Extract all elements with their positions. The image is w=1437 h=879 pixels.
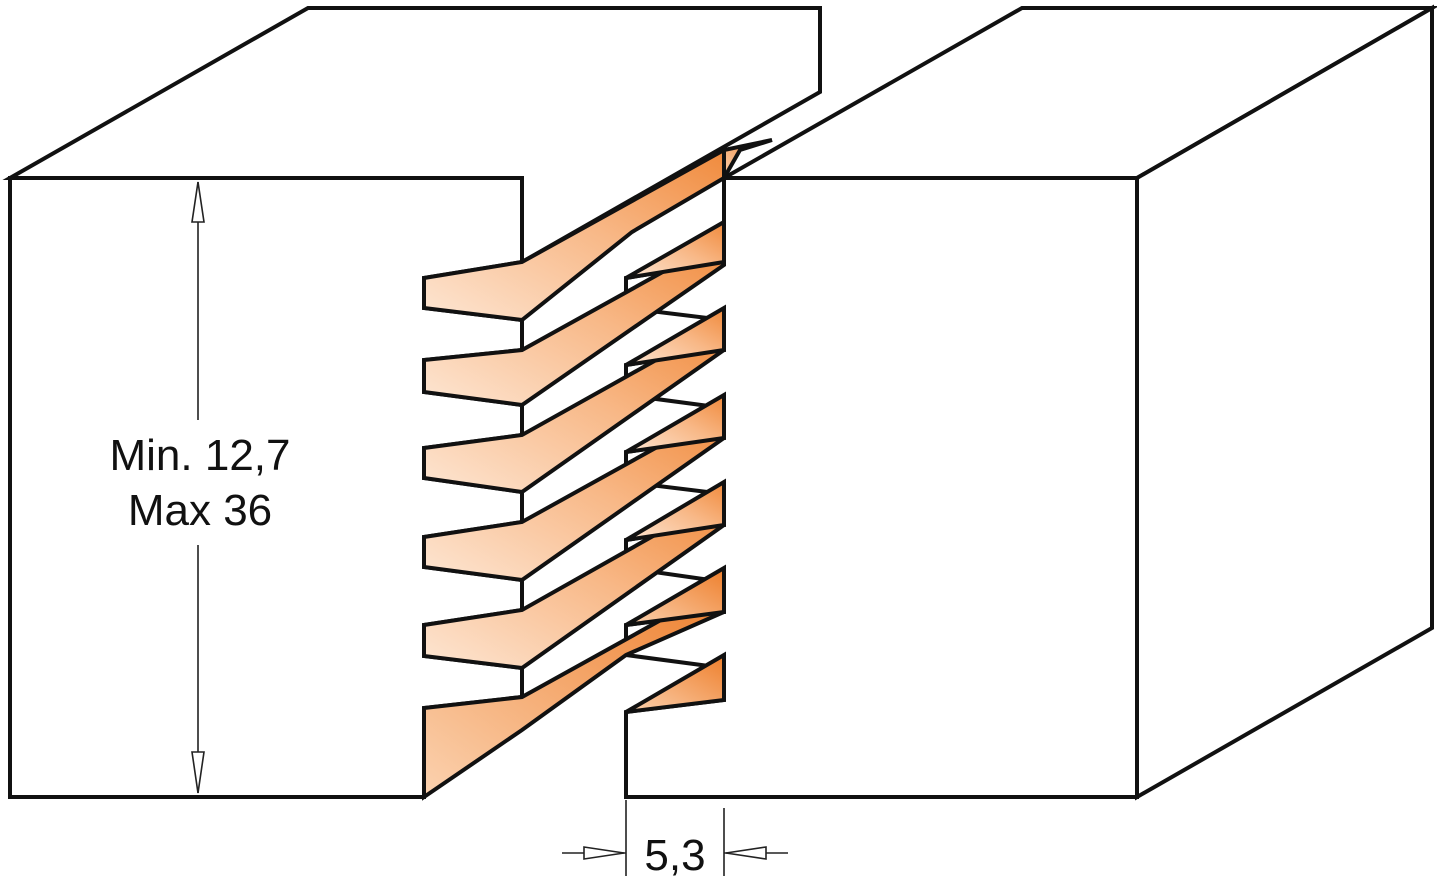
right-finger-4	[624, 478, 726, 542]
height-label-max: Max 36	[128, 486, 272, 535]
left-finger-1	[422, 146, 726, 323]
left-finger-2	[422, 234, 726, 408]
gap-dimension: 5,3	[562, 800, 788, 879]
gap-arrow-left-icon	[725, 846, 767, 860]
right-top-chamfer	[722, 138, 773, 186]
right-wood-block	[624, 4, 1437, 801]
left-bottom-chamfer	[422, 581, 726, 801]
height-dimension: Min. 12,7 Max 36	[110, 181, 291, 794]
right-finger-2	[624, 304, 726, 367]
height-arrow-up-icon	[191, 181, 205, 223]
right-finger-6	[624, 651, 726, 714]
left-wood-block	[2, 6, 822, 799]
right-finger-5	[624, 564, 726, 627]
gap-arrow-right-icon	[583, 846, 625, 860]
height-arrow-down-icon	[191, 751, 205, 794]
height-label-min: Min. 12,7	[110, 431, 291, 480]
right-finger-1	[625, 218, 726, 280]
right-finger-3	[624, 391, 726, 454]
finger-teeth	[422, 138, 773, 801]
gap-label: 5,3	[644, 831, 705, 879]
